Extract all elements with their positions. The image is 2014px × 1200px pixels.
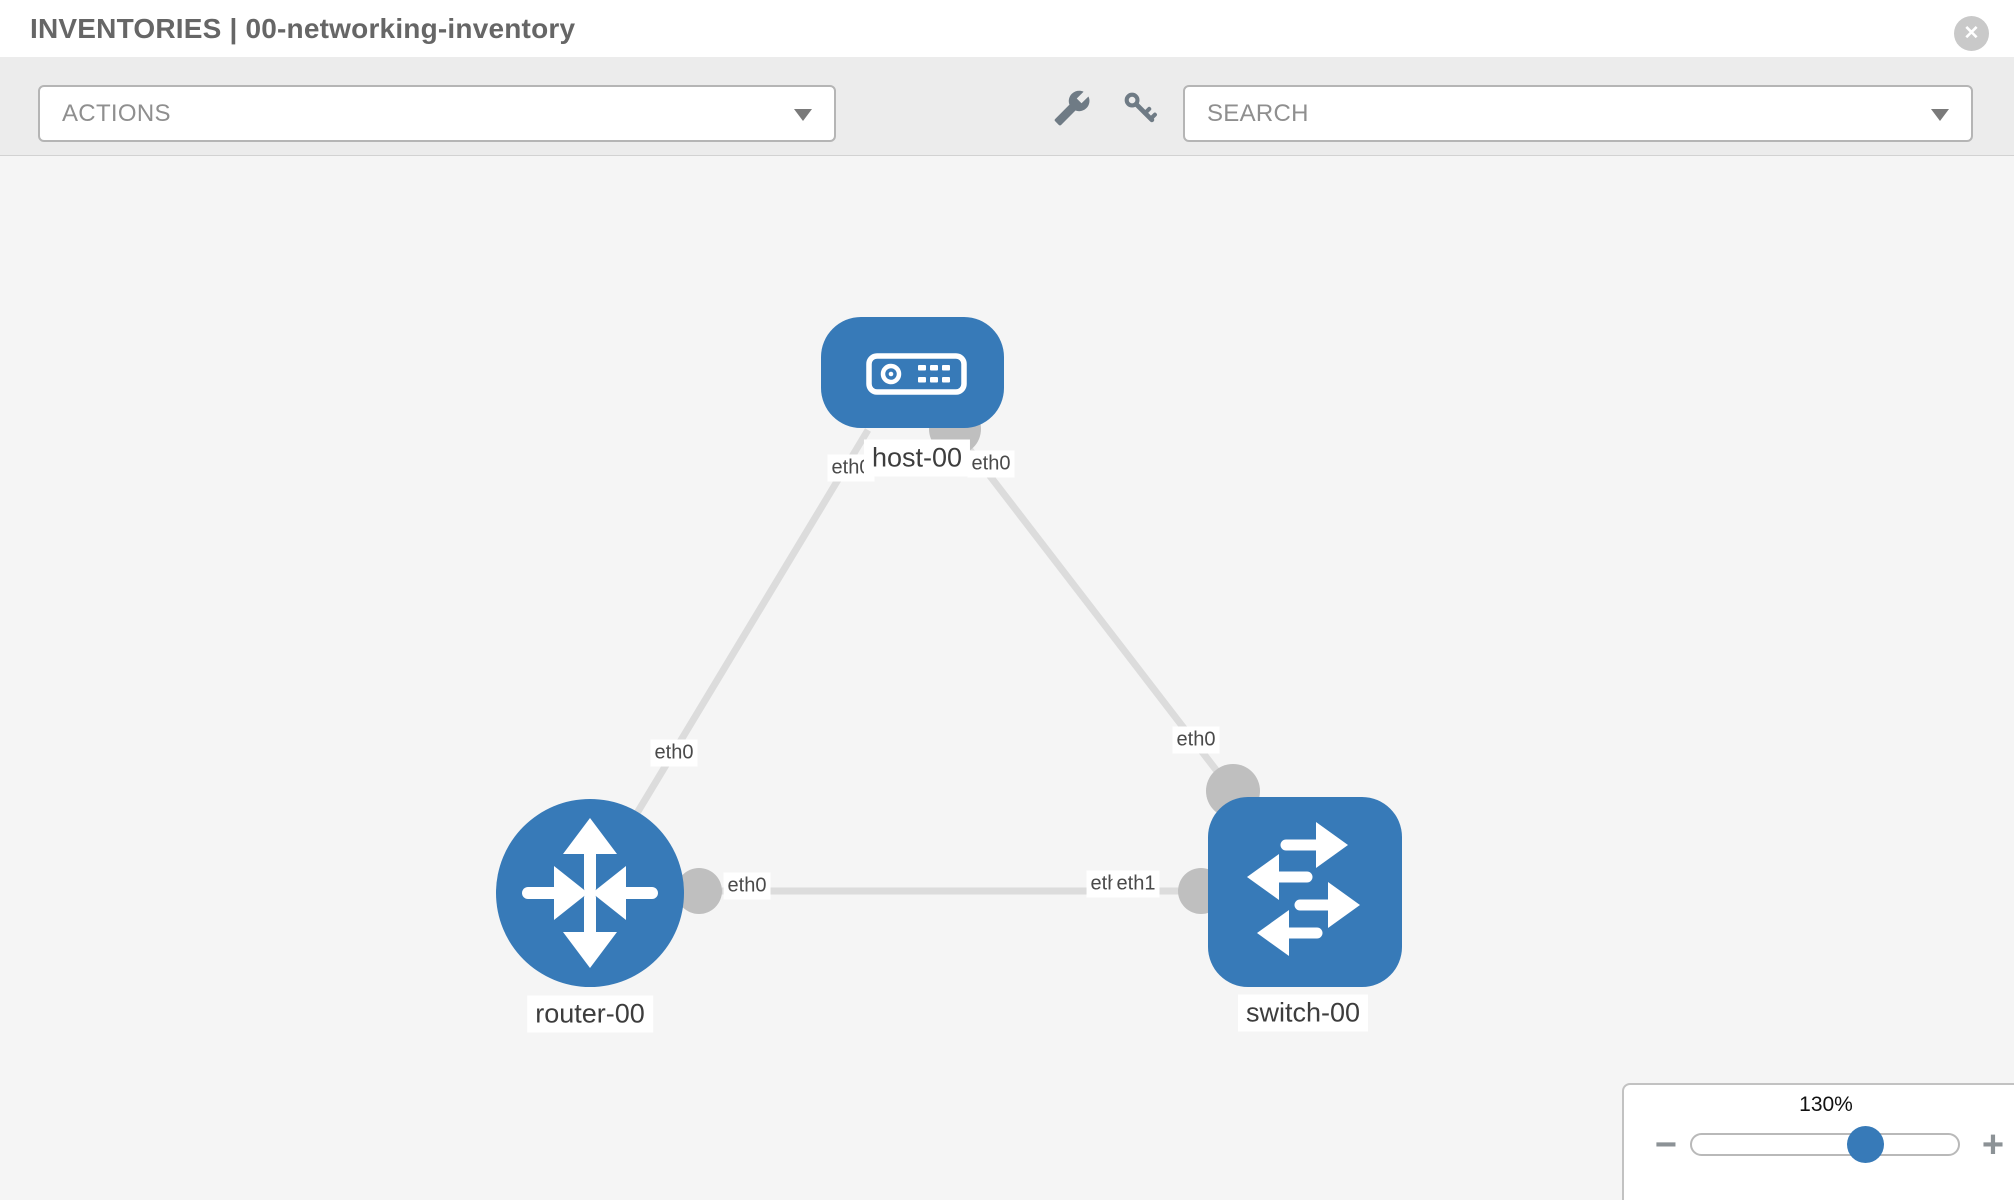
chevron-down-icon — [794, 108, 812, 121]
zoom-level-value: 130% — [1799, 1093, 1853, 1116]
host-icon — [866, 353, 967, 395]
page-title: INVENTORIES | 00-networking-inventory — [30, 13, 576, 44]
close-button[interactable]: ✕ — [1954, 16, 1989, 51]
zoom-panel: 130% − + — [1622, 1083, 2014, 1200]
header: INVENTORIES | 00-networking-inventory ✕ — [0, 0, 2014, 57]
interface-label: eth0 — [650, 739, 698, 767]
interface-label: eth1 — [1112, 870, 1160, 898]
topology-canvas[interactable] — [0, 156, 2014, 1200]
zoom-slider-track[interactable] — [1690, 1133, 1960, 1156]
link-host-router[interactable] — [619, 428, 871, 840]
zoom-out-button[interactable]: − — [1654, 1123, 1678, 1166]
search-dropdown[interactable]: SEARCH — [1183, 85, 1973, 142]
chevron-down-icon — [1931, 108, 1949, 121]
key-button[interactable] — [1118, 86, 1162, 130]
wrench-button[interactable] — [1050, 86, 1094, 130]
node-label-host: host-00 — [863, 439, 971, 477]
node-router-00[interactable] — [496, 799, 684, 987]
zoom-slider-knob[interactable] — [1847, 1126, 1884, 1163]
interface-label: eth0 — [723, 872, 771, 900]
actions-dropdown-label: ACTIONS — [62, 99, 171, 127]
connector-router-right — [676, 868, 722, 914]
zoom-in-button[interactable]: + — [1981, 1123, 2005, 1166]
node-switch-00[interactable] — [1208, 797, 1402, 987]
interface-label: eth0 — [1172, 726, 1220, 754]
node-label-switch: switch-00 — [1237, 994, 1369, 1032]
close-icon: ✕ — [1963, 23, 1980, 44]
switch-icon — [1247, 822, 1360, 956]
node-host-00[interactable] — [821, 317, 1004, 428]
node-label-router: router-00 — [527, 995, 653, 1033]
wrench-icon — [1054, 90, 1090, 126]
key-icon — [1124, 92, 1157, 123]
actions-dropdown[interactable]: ACTIONS — [38, 85, 836, 142]
search-dropdown-label: SEARCH — [1207, 99, 1309, 127]
toolbar: ACTIONS SEARCH — [0, 57, 2014, 156]
interface-label: eth0 — [967, 450, 1015, 478]
router-icon — [522, 818, 658, 968]
